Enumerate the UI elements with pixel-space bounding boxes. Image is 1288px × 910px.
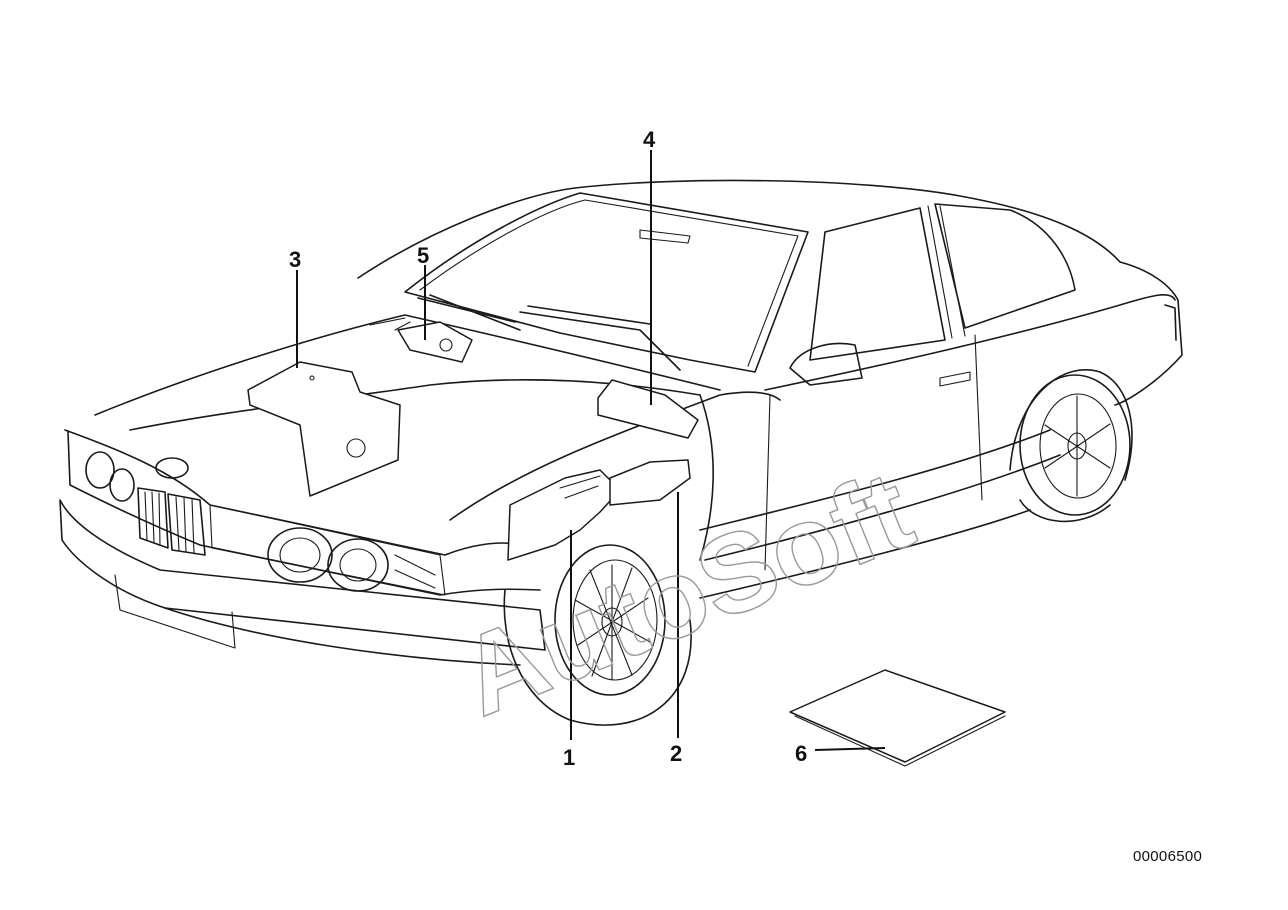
part-6-insulation-mat[interactable]	[789, 669, 1006, 767]
part-5-firewall-insulation[interactable]	[397, 321, 473, 363]
car-outline	[59, 179, 1183, 726]
callout-2: 2	[670, 741, 682, 766]
callout-6: 6	[795, 741, 807, 766]
callout-3: 3	[289, 247, 301, 272]
callout-1: 1	[563, 745, 575, 770]
part-2-fender-insulation[interactable]	[609, 459, 691, 506]
callout-4: 4	[643, 127, 656, 152]
part-3-hood-insulation[interactable]	[247, 361, 401, 497]
part-1-fender-insulation[interactable]	[507, 469, 621, 561]
diagram-id-number: 00006500	[1133, 848, 1203, 865]
part-4-cowl-insulation[interactable]	[597, 379, 699, 439]
callout-5: 5	[417, 243, 429, 268]
callout-labels: 1 2 3 4 5 6	[289, 127, 807, 770]
leader-lines	[296, 150, 886, 751]
